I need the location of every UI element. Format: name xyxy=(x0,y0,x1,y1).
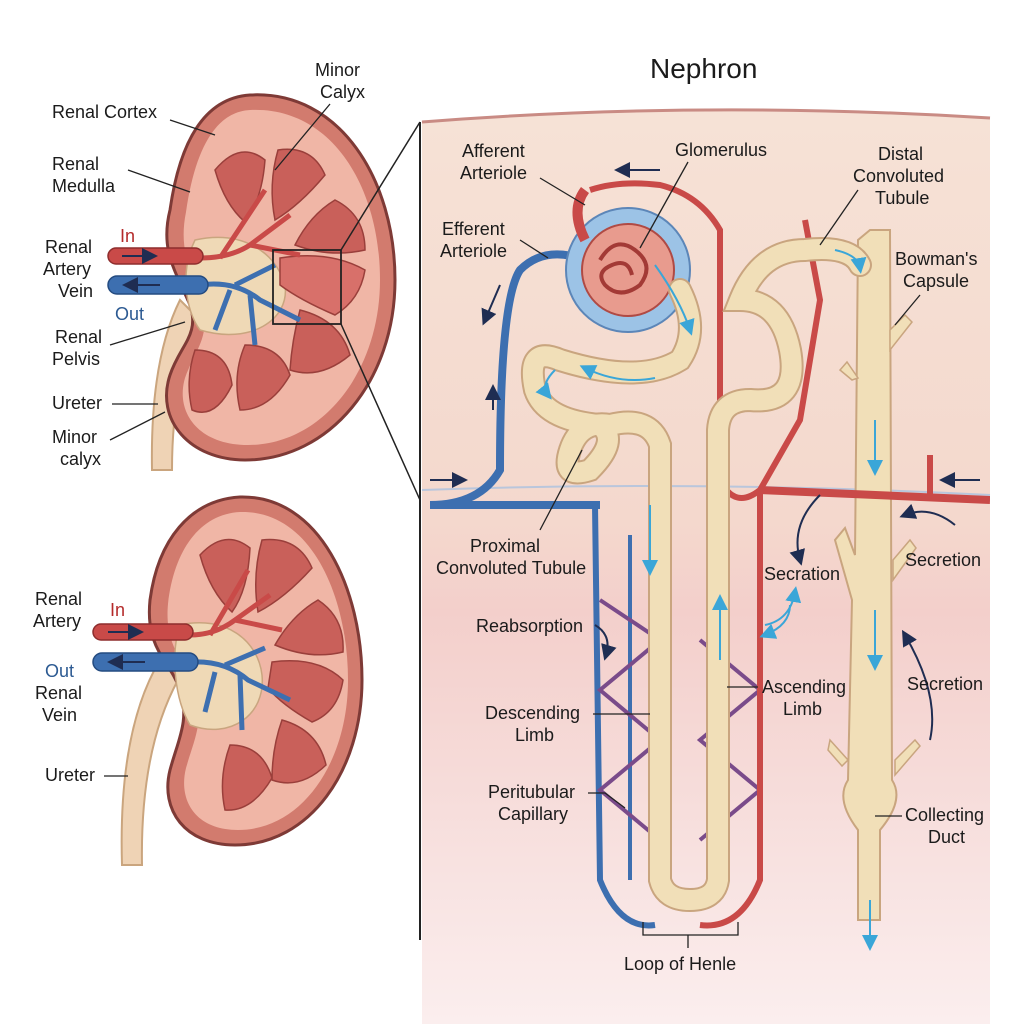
label-reabsorption: Reabsorption xyxy=(476,616,583,636)
label-bowmans-1: Bowman's xyxy=(895,249,977,269)
label-minor-calyx-top-1: Minor xyxy=(315,60,360,80)
label-collecting-1: Collecting xyxy=(905,805,984,825)
leader-glomerulus xyxy=(639,161,689,249)
label-renal-artery-bottom-1: Renal xyxy=(35,589,82,609)
label-renal: Renal xyxy=(45,237,92,257)
medullary-pyramids-bottom xyxy=(199,538,344,811)
label-renal-cortex: Renal Cortex xyxy=(52,102,157,122)
top-kidney-labels: Minor Calyx Renal Cortex Renal Medulla R… xyxy=(43,60,365,469)
afferent-arteriole-stub xyxy=(572,187,590,243)
nephron-labels: Afferent Arteriole Glomerulus Distal Con… xyxy=(436,140,984,974)
label-bowmans-2: Capsule xyxy=(903,271,969,291)
afferent-artery-path xyxy=(589,180,824,501)
label-renal-vein-bottom-2: Vein xyxy=(42,705,77,725)
glomerulus-coils xyxy=(598,242,649,295)
label-ureter-top: Ureter xyxy=(52,393,102,413)
efferent-vein-path xyxy=(429,250,587,509)
label-out-bottom: Out xyxy=(45,661,74,681)
label-ureter-bottom: Ureter xyxy=(45,765,95,785)
label-peritubular-2: Capillary xyxy=(498,804,568,824)
duct-branches xyxy=(827,313,921,778)
label-renal-artery-bottom-2: Artery xyxy=(33,611,81,631)
ureter-tube-bottom xyxy=(120,658,180,866)
dark-flow-arrows xyxy=(430,162,980,741)
label-descending-2: Limb xyxy=(515,725,554,745)
label-glomerulus: Glomerulus xyxy=(675,140,767,160)
label-out-top: Out xyxy=(115,304,144,324)
leader-renal-medulla xyxy=(127,169,191,193)
bottom-kidney xyxy=(92,495,364,866)
zoom-box xyxy=(272,249,342,325)
label-secration: Secration xyxy=(764,564,840,584)
label-collecting-2: Duct xyxy=(928,827,965,847)
zoom-line-top xyxy=(340,121,421,251)
capsule-edge xyxy=(421,108,991,124)
label-secretion-1: Secretion xyxy=(905,550,981,570)
loop-of-henle-bracket xyxy=(642,922,739,948)
label-loop-of-henle: Loop of Henle xyxy=(624,954,736,974)
label-in-top: In xyxy=(120,226,135,246)
renal-vein-branches xyxy=(199,262,302,346)
nephron-title: Nephron xyxy=(650,53,757,84)
label-distal-3: Tubule xyxy=(875,188,929,208)
leader-peritubular xyxy=(588,792,626,809)
label-ascending-1: Ascending xyxy=(762,677,846,697)
label-in-bottom: In xyxy=(110,600,125,620)
label-efferent-2: Arteriole xyxy=(440,241,507,261)
tubule-body xyxy=(522,239,870,911)
label-secretion-2: Secretion xyxy=(907,674,983,694)
label-renal-pelvis-1: Renal xyxy=(55,327,102,347)
label-vein: Vein xyxy=(58,281,93,301)
leader-renal-cortex xyxy=(169,119,216,136)
zoom-line-bottom xyxy=(340,323,421,501)
label-peritubular-1: Peritubular xyxy=(488,782,575,802)
leader-renal-pelvis xyxy=(109,321,186,346)
renal-vein-branches-bottom xyxy=(189,645,292,731)
label-renal-medulla-2: Medulla xyxy=(52,176,116,196)
collecting-duct xyxy=(833,229,898,921)
peritubular-vein-left xyxy=(592,504,656,929)
glomerulus-shape xyxy=(581,223,675,317)
label-proximal-1: Proximal xyxy=(470,536,540,556)
label-minor-calyx-bottom-2: calyx xyxy=(60,449,101,469)
label-renal-medulla-1: Renal xyxy=(52,154,99,174)
label-renal-vein-bottom-1: Renal xyxy=(35,683,82,703)
leader-efferent xyxy=(519,239,549,259)
leader-bowmans xyxy=(894,294,921,326)
label-efferent-1: Efferent xyxy=(442,219,505,239)
label-distal-2: Convoluted xyxy=(853,166,944,186)
label-descending-1: Descending xyxy=(485,703,580,723)
label-distal-1: Distal xyxy=(878,144,923,164)
renal-vein-vessel-bottom xyxy=(92,652,199,672)
artery-horizontal xyxy=(759,486,990,504)
flow-arrows xyxy=(535,249,883,951)
peritubular-artery-right xyxy=(699,490,763,929)
leader-minor-calyx-top xyxy=(274,103,331,171)
leader-proximal xyxy=(539,449,583,531)
label-proximal-2: Convoluted Tubule xyxy=(436,558,586,578)
nephron-panel xyxy=(419,108,991,1024)
top-kidney xyxy=(107,93,421,501)
label-renal-pelvis-2: Pelvis xyxy=(52,349,100,369)
bottom-kidney-labels: Renal Artery In Out Renal Vein Ureter xyxy=(33,589,128,785)
cortex-medulla-boundary xyxy=(421,485,991,496)
label-afferent-2: Arteriole xyxy=(460,163,527,183)
label-ascending-2: Limb xyxy=(783,699,822,719)
leader-afferent xyxy=(539,177,586,206)
label-afferent-1: Afferent xyxy=(462,141,525,161)
leader-minor-calyx-bottom xyxy=(109,411,166,441)
label-minor-calyx-bottom-1: Minor xyxy=(52,427,97,447)
leader-distal xyxy=(819,189,859,246)
label-minor-calyx-top-2: Calyx xyxy=(320,82,365,102)
label-artery: Artery xyxy=(43,259,91,279)
